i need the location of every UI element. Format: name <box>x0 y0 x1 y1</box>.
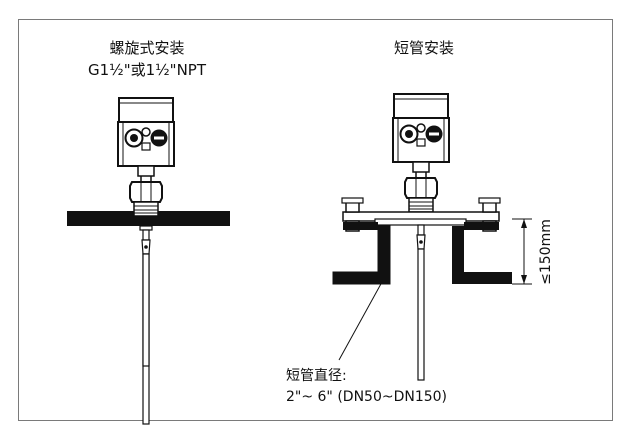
nozzle-height-dimension: ≤150mm <box>538 219 554 285</box>
diagram-frame <box>18 19 613 421</box>
tank-roof-plate <box>67 211 230 226</box>
nozzle-diameter-label: 短管直径: <box>286 368 347 384</box>
nozzle-mount-title: 短管安装 <box>393 39 455 57</box>
probe-rod-right <box>417 248 425 381</box>
nozzle-wall-right <box>452 226 464 284</box>
tank-roof-left <box>333 272 390 284</box>
threaded-mount-spec: G1½"或1½"NPT <box>87 61 207 79</box>
nozzle-wall-left <box>378 226 390 284</box>
nozzle-mount-drawing <box>332 93 532 381</box>
threaded-mount-drawing <box>67 97 230 425</box>
tank-roof-right <box>452 272 512 284</box>
nozzle-diameter-value: 2"~ 6" (DN50~DN150) <box>286 389 448 405</box>
diameter-leader <box>338 281 383 361</box>
threaded-mount-title: 螺旋式安装 <box>109 39 185 57</box>
